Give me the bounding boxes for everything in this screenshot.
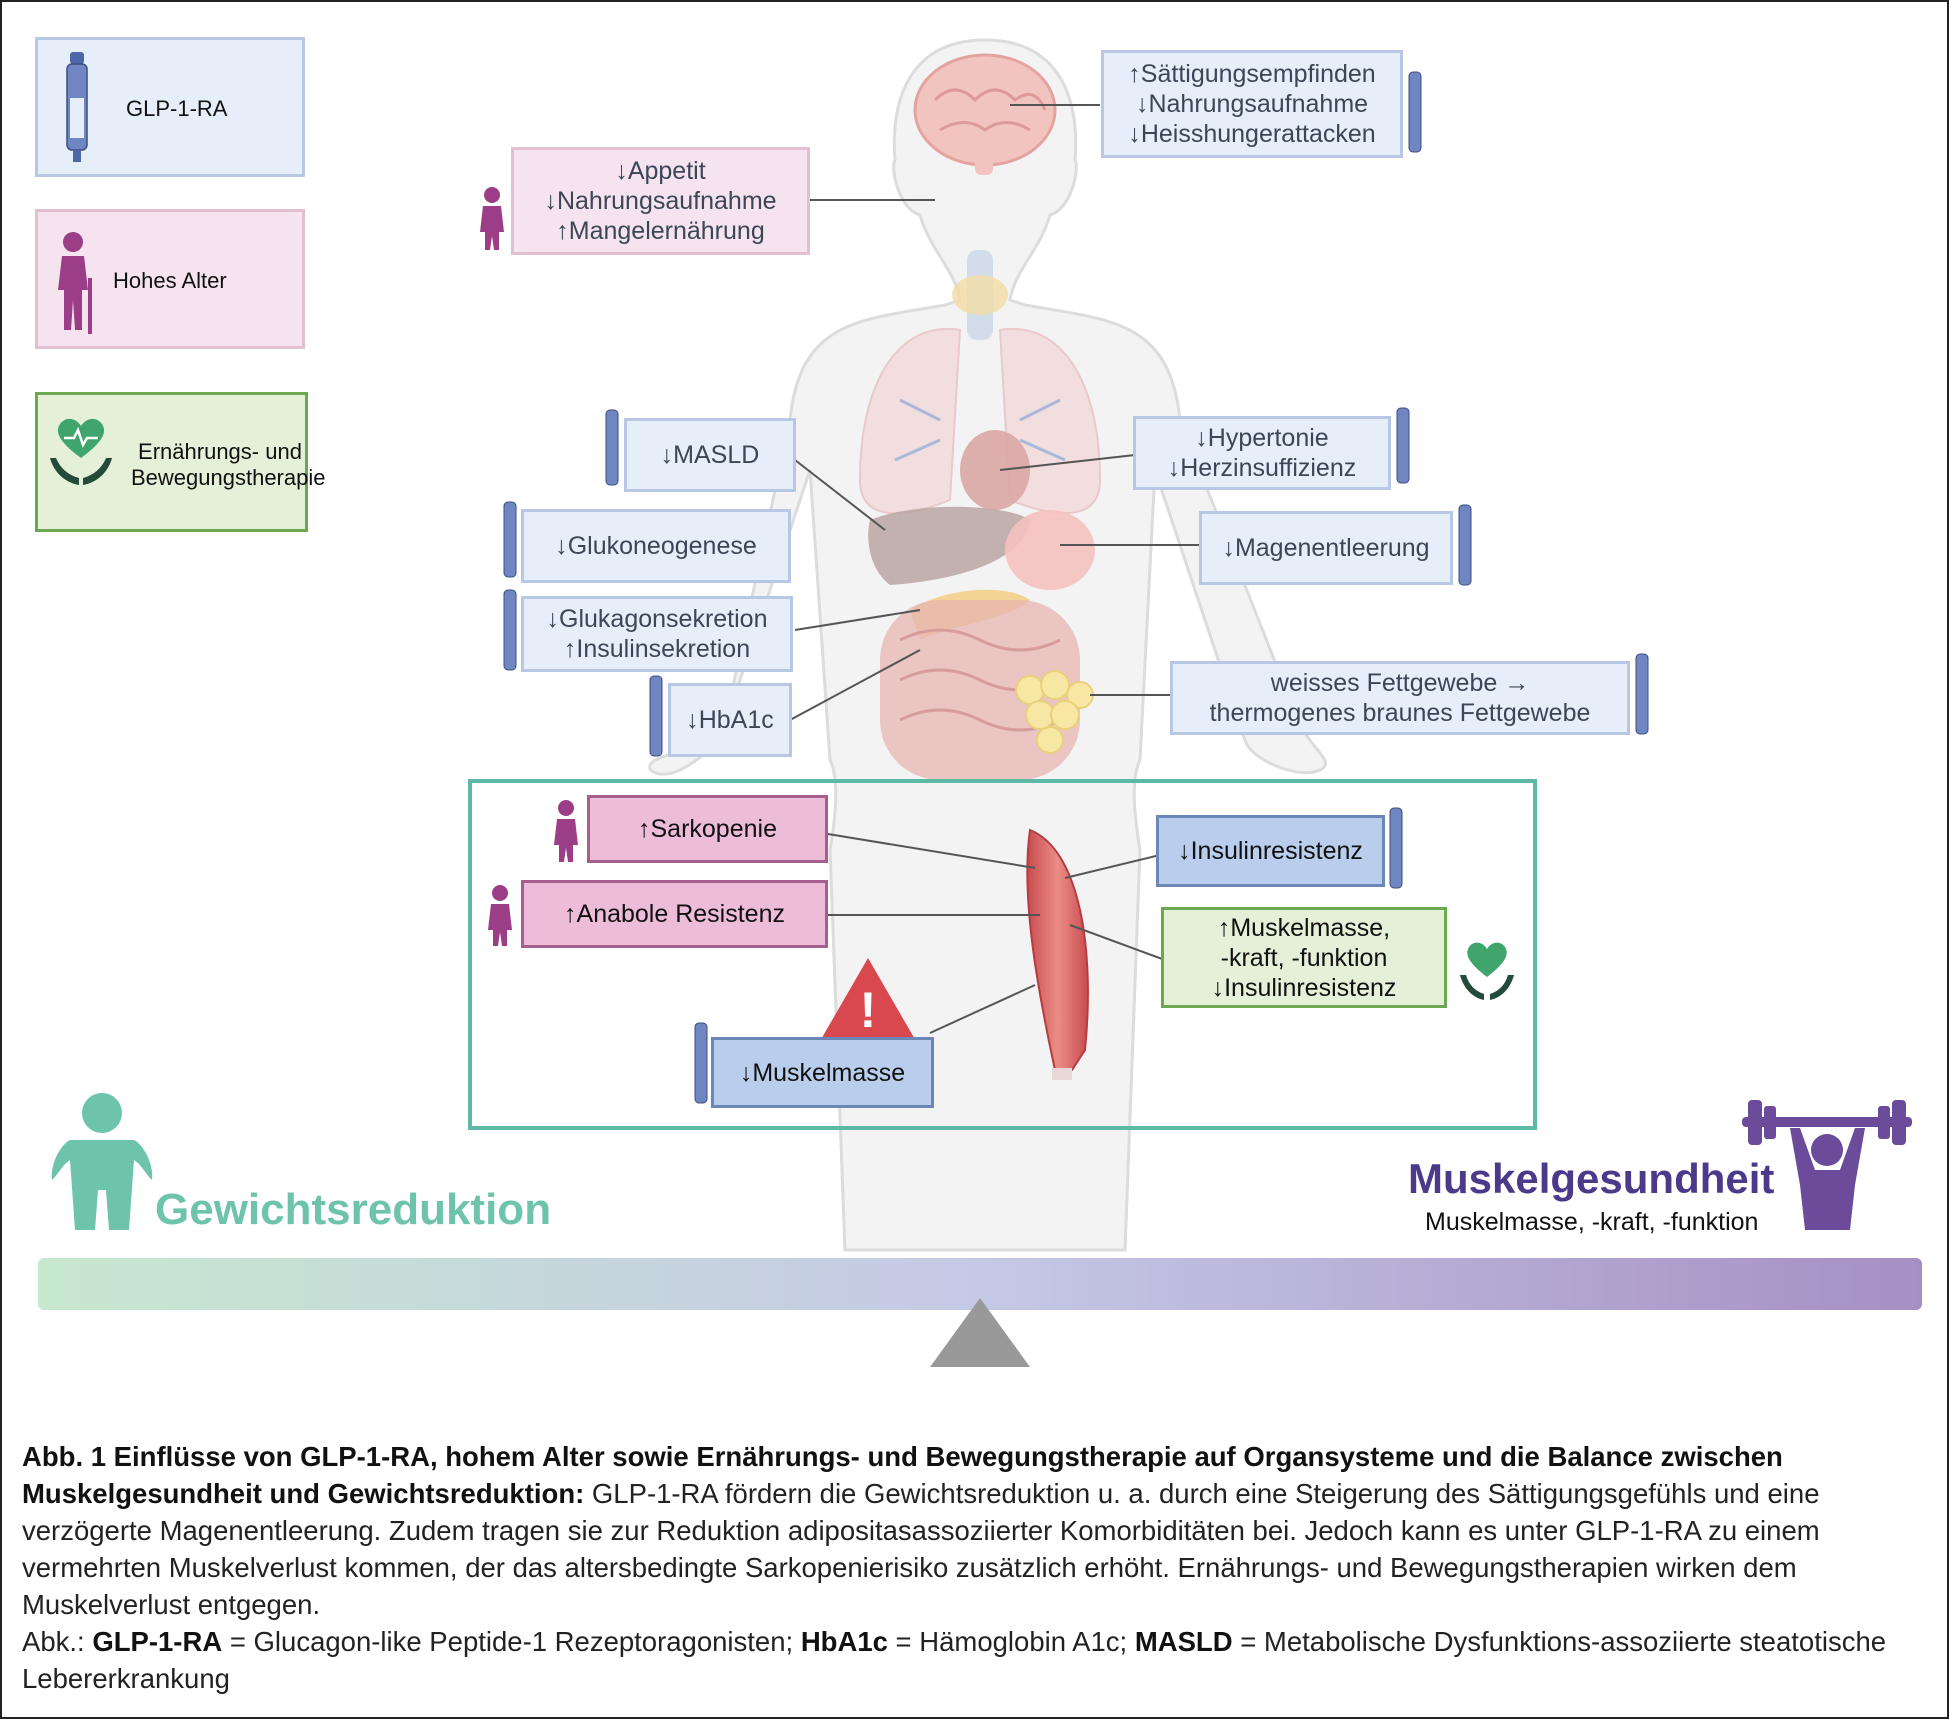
box-insulinresistenz: ↓Insulinresistenz (1156, 815, 1385, 887)
caption-abk-prefix: Abk.: (22, 1626, 93, 1657)
box-hba1c: ↓HbA1c (668, 683, 792, 757)
box-sarkopenie: ↑Sarkopenie (587, 795, 828, 863)
box-muskelmasse: ↓Muskelmasse (711, 1037, 934, 1108)
effect-hypertonie: ↓Hypertonie (1195, 424, 1329, 452)
box-pankreas-effects: ↓Glukagonsekretion ↑Insulinsekretion (521, 596, 793, 672)
box-masld: ↓MASLD (624, 418, 796, 492)
caption-title: Abb. 1 Einflüsse von GLP-1-RA, hohem Alt… (22, 1441, 1783, 1509)
effect-insulinresistenz-therapie: ↓Insulinresistenz (1211, 973, 1397, 1002)
caption-abk1-term: GLP-1-RA (92, 1626, 223, 1657)
effect-glukoneogenese: ↓Glukoneogenese (555, 532, 757, 560)
connector-lines (789, 104, 1200, 1034)
box-glukoneogenese: ↓Glukoneogenese (521, 509, 791, 583)
effect-weisses-fett: weisses Fettgewebe → (1270, 669, 1530, 697)
caption-abk2-def: = Hämoglobin A1c; (887, 1626, 1135, 1657)
effect-magenentleerung: ↓Magenentleerung (1222, 534, 1430, 562)
effect-appetit: ↓Appetit (615, 157, 706, 185)
effect-sarkopenie: ↑Sarkopenie (638, 815, 777, 843)
label-muskelgesundheit: Muskelgesundheit (1408, 1155, 1775, 1202)
effect-mangelernaehrung: ↑Mangelernährung (556, 217, 765, 245)
caption-text: GLP-1-RA fördern die Gewichtsreduktion u… (22, 1478, 1820, 1620)
effect-masld: ↓MASLD (660, 441, 760, 469)
effect-heisshunger: ↓Heisshungerattacken (1128, 120, 1376, 148)
warning-symbol: ! (859, 982, 877, 1038)
effect-anabole-resistenz: ↑Anabole Resistenz (564, 900, 785, 928)
caption-abk3-def: = Metabolische Dysfunktions-assoziierte … (22, 1626, 1887, 1694)
balance-bar (38, 1258, 1922, 1310)
box-anabole-resistenz: ↑Anabole Resistenz (521, 880, 828, 948)
effect-muskelmasse-up: ↑Muskelmasse, (1217, 913, 1391, 942)
effect-braunes-fett: thermogenes braunes Fettgewebe (1209, 699, 1591, 727)
figure-caption: Abb. 1 Einflüsse von GLP-1-RA, hohem Alt… (22, 1438, 1927, 1697)
effect-nahrungsaufnahme: ↓Nahrungsaufnahme (1135, 90, 1369, 118)
muscle-region-frame (468, 779, 1537, 1130)
legend-glp1: GLP-1-RA (35, 37, 305, 177)
box-fettgewebe: weisses Fettgewebe → thermogenes braunes… (1170, 661, 1630, 735)
heart-hands-icon (50, 418, 112, 485)
legend-alter-label: Hohes Alter (113, 268, 227, 293)
effect-insulinsekretion: ↑Insulinsekretion (563, 635, 751, 663)
label-muskelgesundheit-sub: Muskelmasse, -kraft, -funktion (1425, 1208, 1759, 1236)
effect-hba1c: ↓HbA1c (686, 706, 774, 734)
caption-abk3-term: MASLD (1134, 1626, 1233, 1657)
caption-abk2-term: HbA1c (800, 1626, 888, 1657)
effect-nahrungsaufnahme-alter: ↓Nahrungsaufnahme (544, 187, 777, 215)
effect-herzinsuffizienz: ↓Herzinsuffizienz (1167, 454, 1357, 482)
balance-fulcrum (930, 1298, 1030, 1367)
elderly-person-icon (58, 232, 92, 334)
legend-glp1-label: GLP-1-RA (126, 96, 228, 121)
glp1-pen-icon (66, 52, 88, 162)
effect-glukagonsekretion: ↓Glukagonsekretion (546, 605, 768, 633)
effect-saettigung: ↑Sättigungsempfinden (1128, 60, 1376, 88)
overweight-person-icon (51, 1093, 153, 1230)
effect-insulinresistenz-glp1: ↓Insulinresistenz (1178, 837, 1363, 865)
legend-therapie: Ernährungs- und Bewegungstherapie (35, 392, 326, 532)
caption-abk1-def: = Glucagon-like Peptide-1 Rezeptoragonis… (222, 1626, 801, 1657)
box-head-effects: ↓Appetit ↓Nahrungsaufnahme ↑Mangelernähr… (511, 147, 810, 255)
label-gewichtsreduktion: Gewichtsreduktion (155, 1185, 552, 1234)
legend-therapie-line1: Ernährungs- und (138, 439, 302, 464)
box-brain-effects: ↑Sättigungsempfinden ↓Nahrungsaufnahme ↓… (1101, 50, 1403, 158)
effect-kraft-funktion: -kraft, -funktion (1220, 943, 1388, 972)
box-magen: ↓Magenentleerung (1199, 511, 1453, 585)
legend-therapie-line2: Bewegungstherapie (131, 465, 326, 490)
warning-icon (816, 958, 920, 1048)
effect-muskelmasse-down: ↓Muskelmasse (739, 1058, 906, 1087)
legend-alter: Hohes Alter (35, 209, 305, 349)
weightlifter-icon (1742, 1100, 1912, 1230)
box-muskel-therapie: ↑Muskelmasse, -kraft, -funktion ↓Insulin… (1161, 907, 1447, 1008)
box-heart-effects: ↓Hypertonie ↓Herzinsuffizienz (1133, 416, 1391, 490)
brain (913, 53, 1057, 175)
